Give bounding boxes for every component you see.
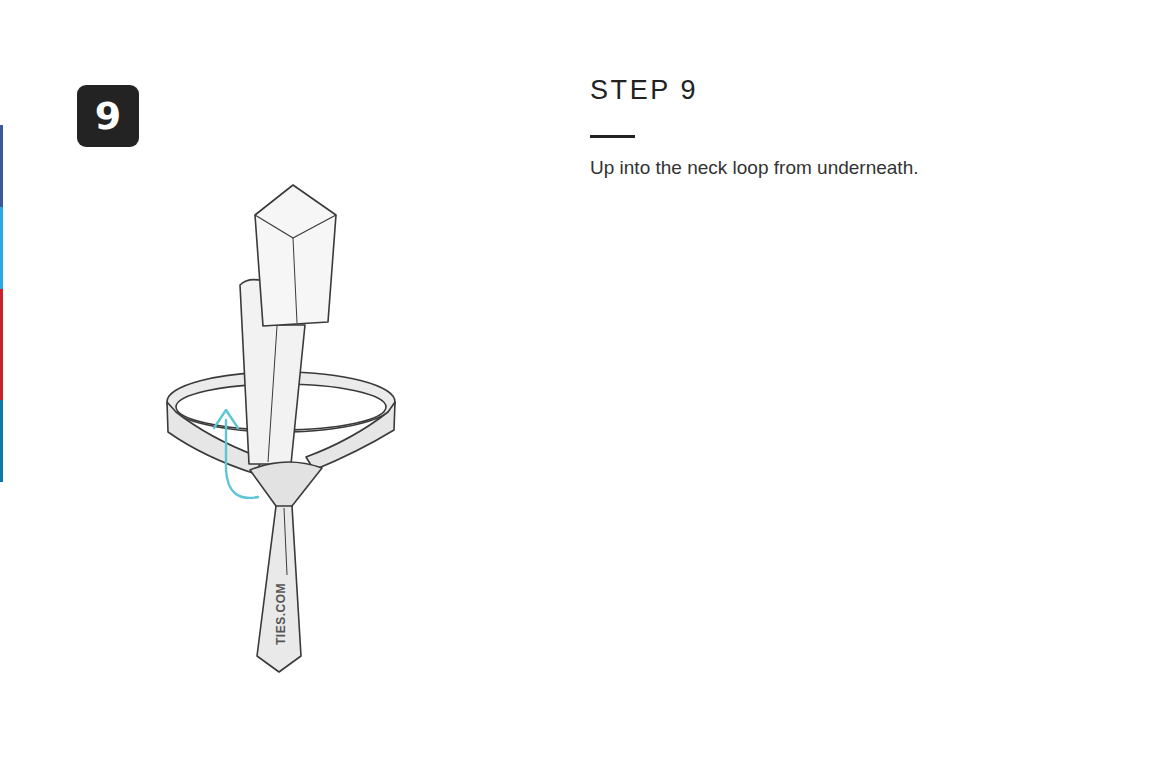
tie-knot [250, 462, 322, 509]
share-bar [0, 207, 3, 289]
fold-line [255, 215, 336, 238]
step-number: 9 [95, 97, 121, 135]
title-rule [590, 135, 635, 138]
step-instruction: Up into the neck loop from underneath. [590, 157, 918, 180]
share-bar [0, 289, 3, 400]
fold-line [293, 238, 297, 323]
step-title: STEP 9 [590, 74, 698, 106]
brand-watermark: TIES.COM [274, 583, 288, 645]
arrow-line [226, 420, 258, 498]
tie-drawing [167, 185, 395, 672]
tie-blade [255, 185, 336, 326]
collar-band-right [306, 402, 395, 470]
direction-arrow [214, 410, 258, 498]
fold-line [268, 326, 277, 462]
share-bar [0, 125, 3, 207]
fold-line [284, 508, 287, 575]
tie-tail [257, 506, 301, 672]
arrow-head [214, 410, 238, 428]
step-badge: 9 [77, 85, 139, 147]
share-bar [0, 400, 3, 482]
share-bars [0, 125, 3, 482]
